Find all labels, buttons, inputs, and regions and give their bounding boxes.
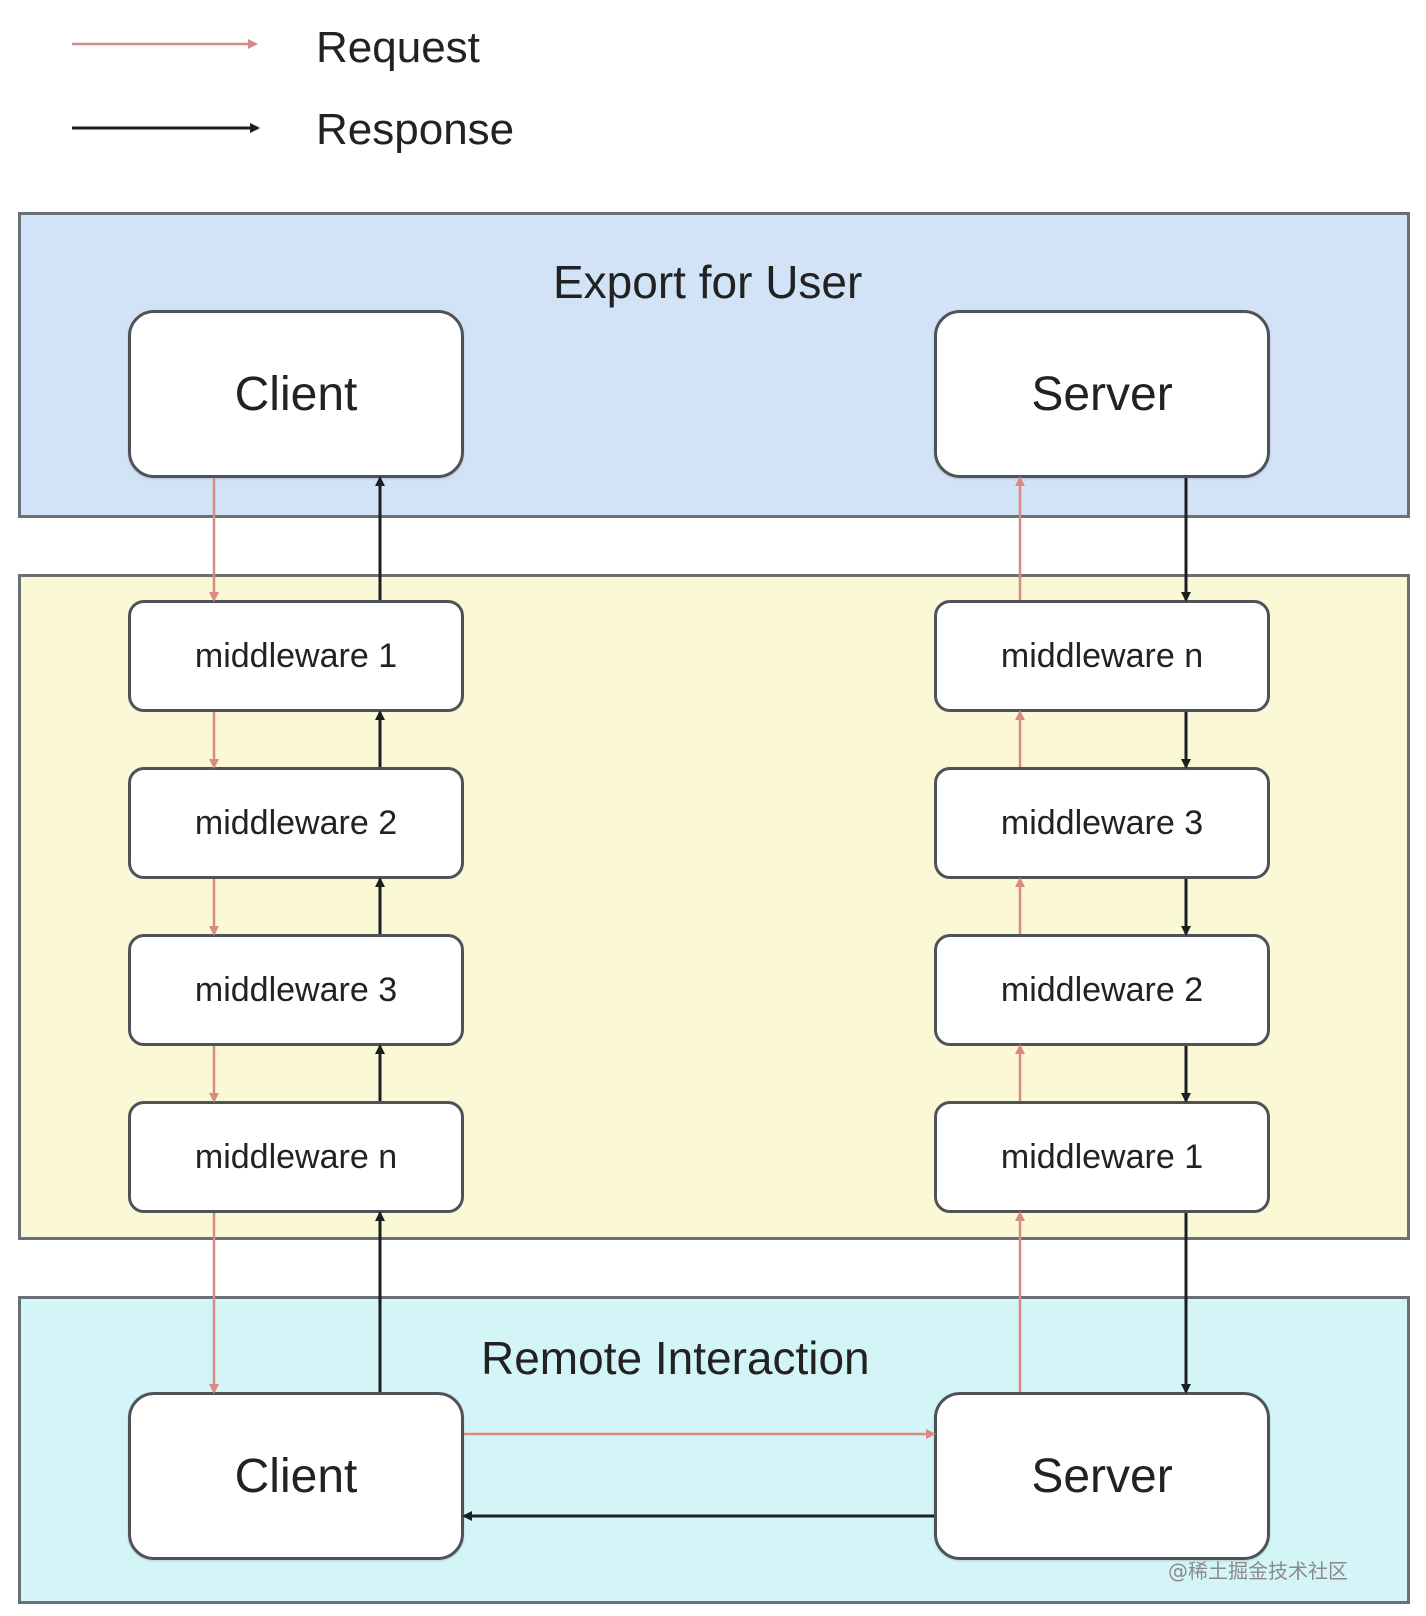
remote-client-node: Client (128, 1392, 464, 1560)
export-server-node: Server (934, 310, 1270, 478)
client-middleware-1: middleware 1 (128, 600, 464, 712)
server-middleware-1: middleware 1 (934, 1101, 1270, 1213)
server-middleware-3: middleware 3 (934, 767, 1270, 879)
client-middleware-n: middleware n (128, 1101, 464, 1213)
remote-zone-title: Remote Interaction (481, 1332, 870, 1384)
remote-server-node: Server (934, 1392, 1270, 1560)
watermark-text: @稀土掘金技术社区 (1168, 1559, 1348, 1583)
export-zone-title: Export for User (553, 256, 863, 308)
export-client-node: Client (128, 310, 464, 478)
client-middleware-2: middleware 2 (128, 767, 464, 879)
server-middleware-n: middleware n (934, 600, 1270, 712)
legend-response-label: Response (316, 105, 515, 154)
legend-request-label: Request (316, 23, 480, 72)
client-middleware-3: middleware 3 (128, 934, 464, 1046)
server-middleware-2: middleware 2 (934, 934, 1270, 1046)
